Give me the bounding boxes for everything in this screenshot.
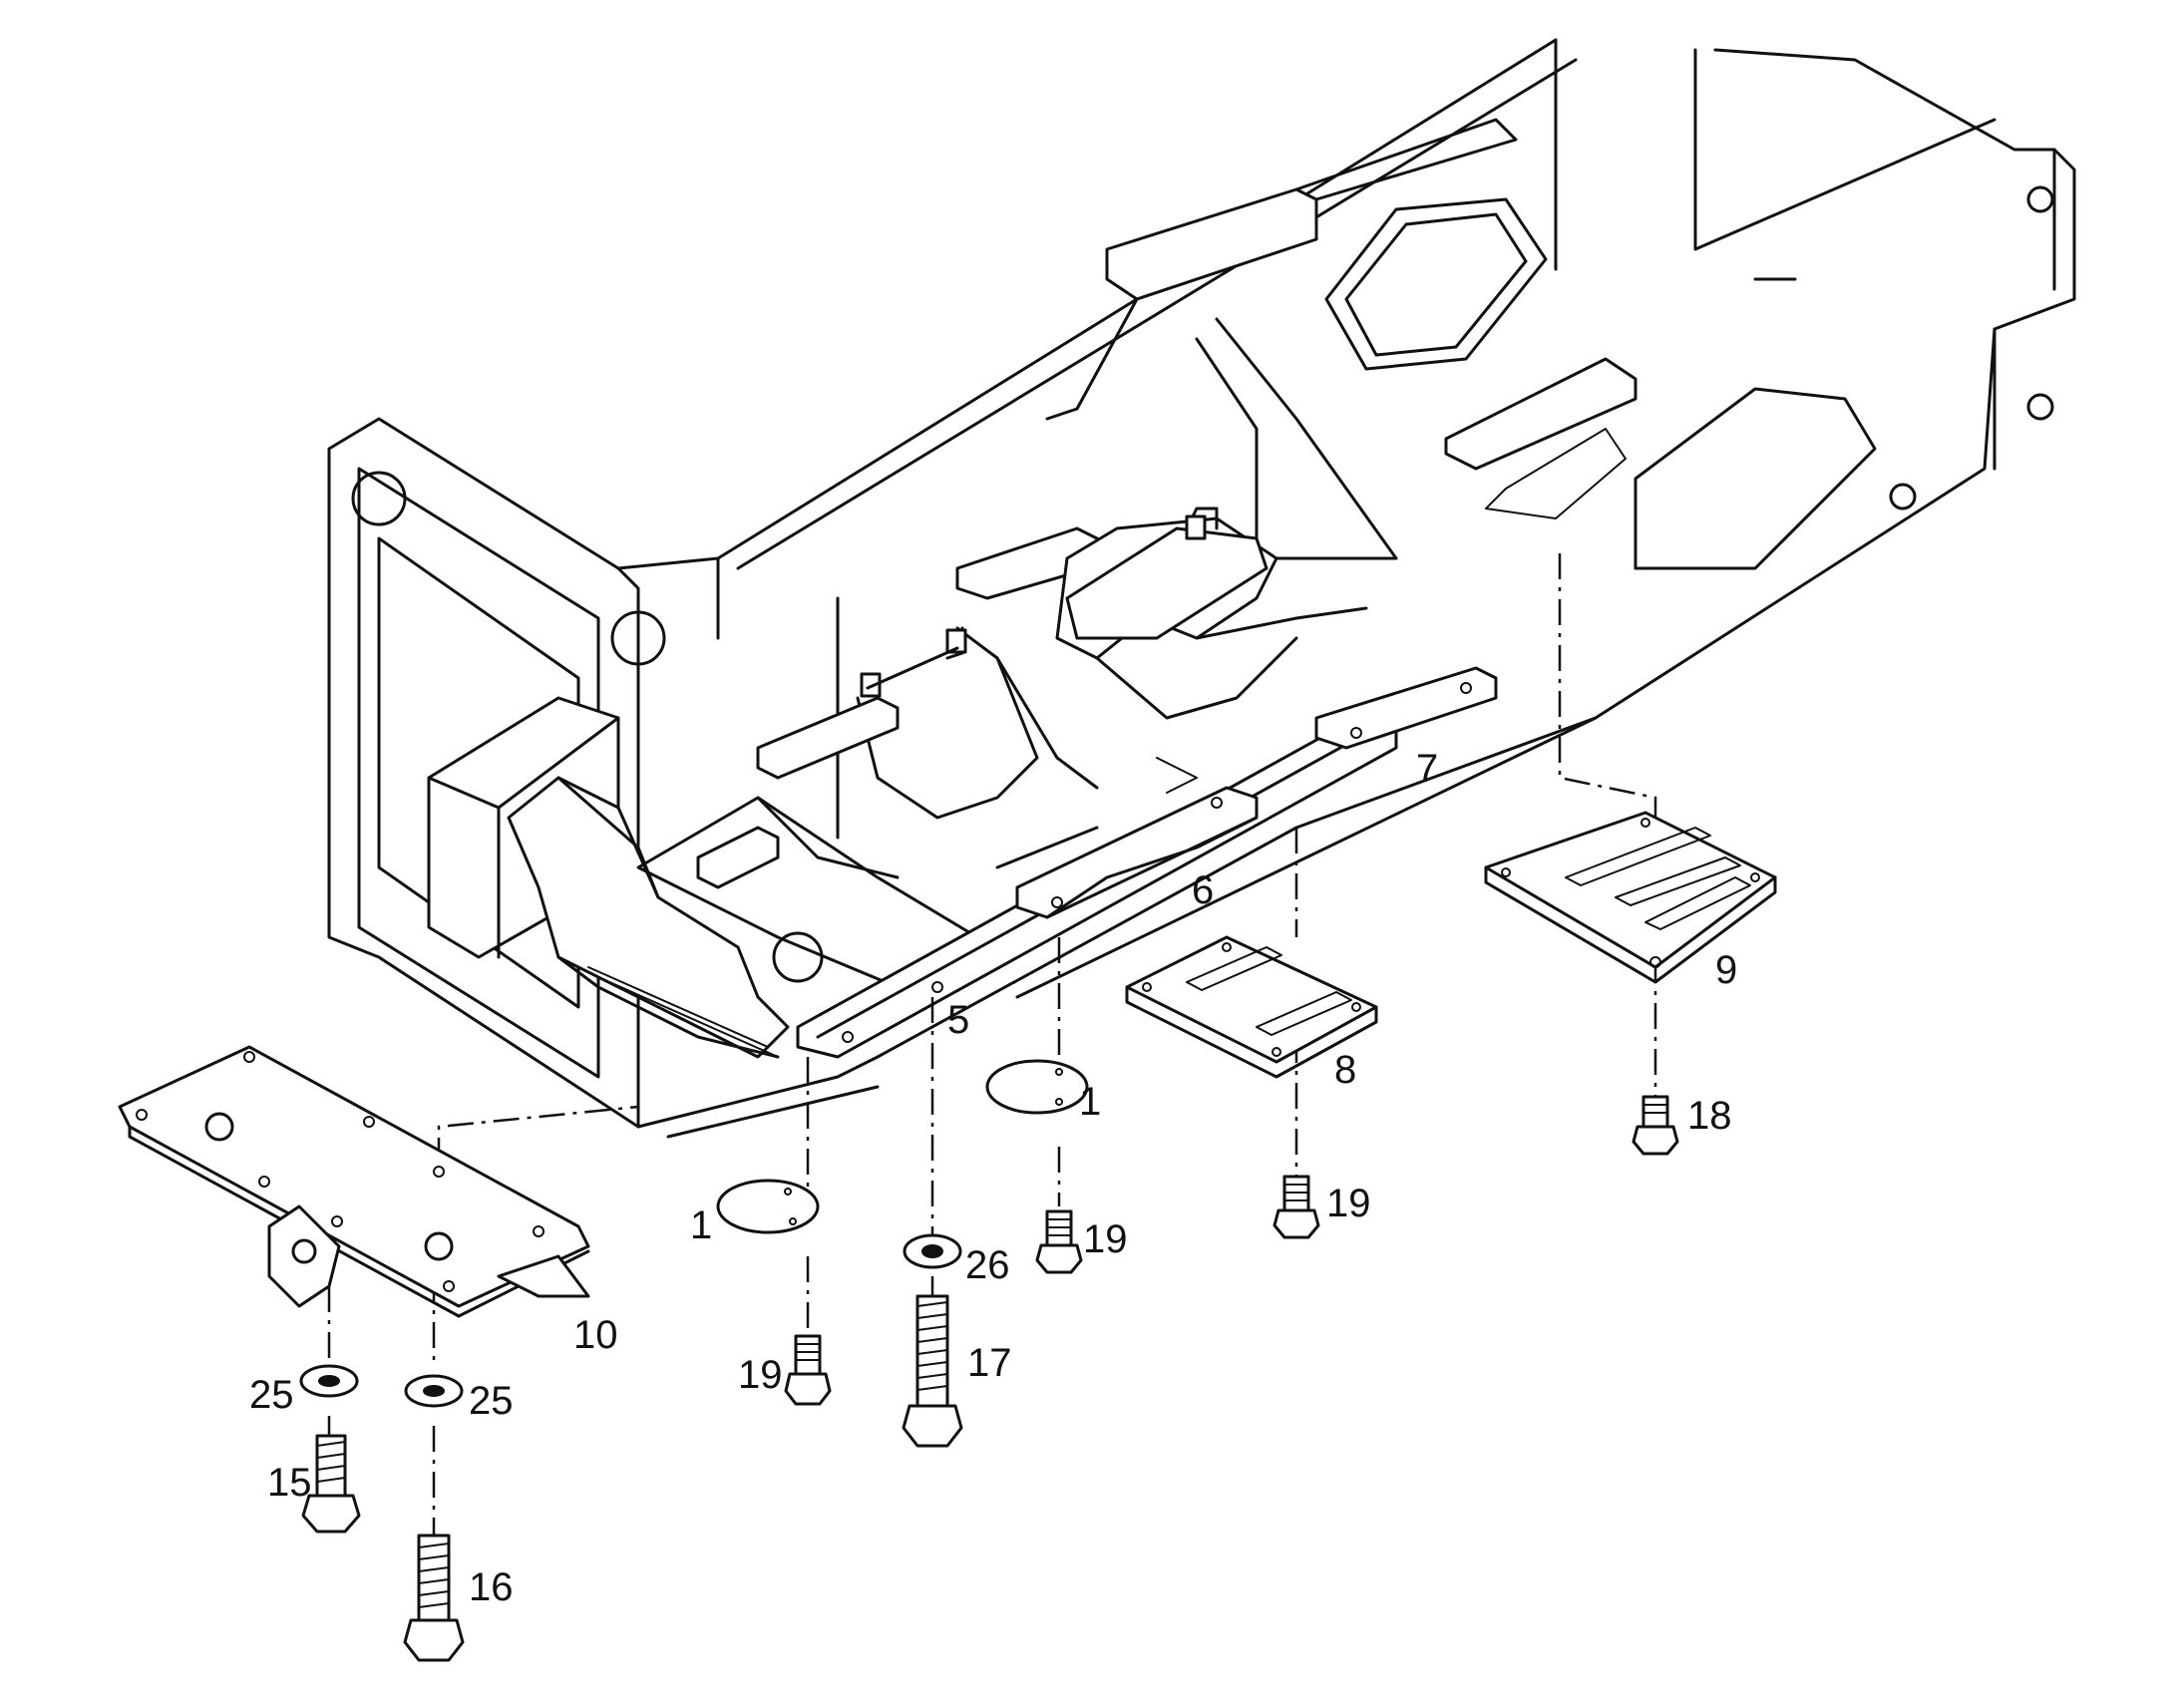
- part-10-base-plate: [118, 1045, 590, 1318]
- callout-6: 6: [1192, 868, 1214, 912]
- callout-18: 18: [1687, 1094, 1732, 1138]
- bolt-19-c: [1272, 1175, 1320, 1239]
- callout-5: 5: [947, 998, 969, 1042]
- callout-1-right: 1: [1079, 1080, 1101, 1124]
- callout-1-left: 1: [690, 1203, 712, 1247]
- cross-plates: [696, 666, 1498, 1059]
- callout-10: 10: [573, 1313, 618, 1357]
- part-9-triangular-pad: [1484, 811, 1777, 984]
- callout-9: 9: [1715, 948, 1737, 992]
- callout-19-right: 19: [1326, 1182, 1371, 1225]
- washer-25-b: [404, 1374, 464, 1408]
- callout-19-left: 19: [738, 1353, 783, 1397]
- callout-8: 8: [1334, 1048, 1356, 1092]
- callout-19-center: 19: [1083, 1217, 1128, 1261]
- callout-17: 17: [967, 1341, 1012, 1385]
- callout-15: 15: [267, 1461, 312, 1505]
- fasteners: [299, 1095, 1679, 1662]
- callout-7: 7: [1416, 747, 1438, 791]
- callout-25-right: 25: [469, 1379, 514, 1423]
- callout-25-left: 25: [249, 1373, 294, 1417]
- bolt-18: [1632, 1095, 1679, 1156]
- part-8-pad: [1125, 935, 1378, 1079]
- bolt-19-a: [784, 1334, 832, 1406]
- bolt-17: [902, 1294, 963, 1448]
- callout-26: 26: [965, 1243, 1010, 1287]
- part-1-discs: [716, 1059, 1089, 1234]
- washer-25-a: [299, 1364, 359, 1398]
- bolt-16: [403, 1534, 465, 1662]
- bolt-15: [301, 1434, 361, 1534]
- bolt-19-b: [1035, 1209, 1083, 1274]
- callouts: 1 1 5 6 7 8 9 10 15 16 17 18 19 19 19 25…: [249, 747, 1737, 1609]
- washer-26: [903, 1233, 962, 1269]
- callout-16: 16: [469, 1565, 514, 1609]
